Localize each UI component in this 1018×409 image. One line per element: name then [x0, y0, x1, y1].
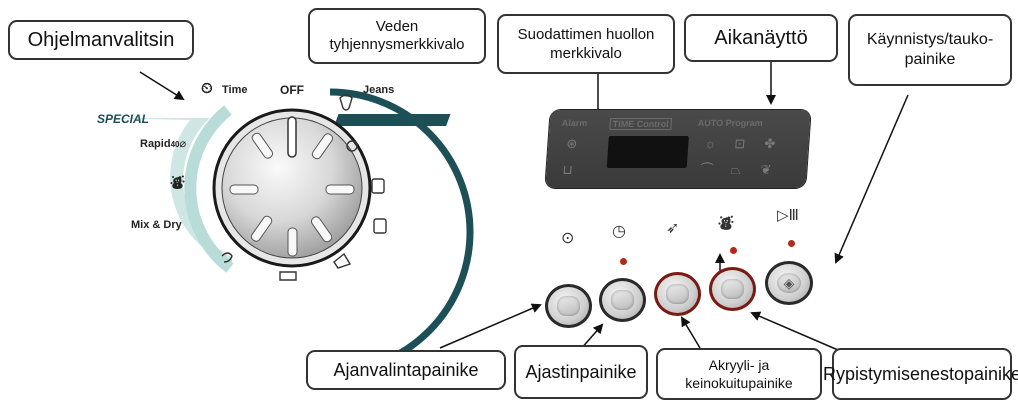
auto-band: [334, 114, 451, 126]
dial-icons: [221, 94, 387, 281]
callout-program-selector: Ohjelmanvalitsin: [8, 20, 194, 60]
rapid-icon: ⌀: [179, 138, 187, 150]
dial-label-jeans: Jeans: [363, 84, 395, 96]
start-pause-led: [788, 240, 795, 247]
drain-icon: ⊔: [562, 162, 574, 177]
arrow-program-selector: [139, 71, 185, 101]
timer-led: [620, 258, 627, 265]
door-icon: ⊡: [733, 136, 746, 151]
acrylic-button[interactable]: [654, 272, 701, 316]
anticrease-led: [730, 247, 737, 254]
callout-drain-indicator: Veden tyhjennysmerkkivalo: [308, 8, 486, 64]
start-pause-icon: ◈: [777, 273, 801, 293]
timer-button[interactable]: [599, 278, 646, 322]
timer-icon: ◷: [612, 223, 626, 240]
knob-pointer: [287, 116, 297, 158]
callout-time-select-button: Ajanvalintapainike: [306, 350, 506, 390]
fan-icon: ✤: [763, 136, 776, 151]
sun-icon: ☼: [703, 136, 717, 151]
dial-label-auto: AUTO: [450, 113, 481, 125]
hanger-icon: ⏜: [700, 162, 714, 177]
dial-shirt-icon: ⛇: [170, 175, 186, 192]
alarm-icon: ⊛: [565, 136, 578, 151]
feather-icon: ➶: [666, 220, 680, 237]
clock-icon: ⊙: [561, 230, 575, 247]
shirt-icon: ⛇: [718, 216, 735, 233]
panel-label-time-control: TIME Control: [609, 118, 673, 130]
play-pause-icon: ▷Ⅲ: [777, 207, 799, 224]
callout-start-pause: Käynnistys/tauko-painike: [848, 14, 1012, 86]
time-select-button[interactable]: [545, 284, 592, 328]
special-arc: [184, 105, 234, 273]
start-pause-button[interactable]: ◈: [765, 261, 813, 305]
arrow-acrylic: [680, 316, 701, 349]
display-panel: Alarm TIME Control AUTO Program ⊛ ⊔ ☼ ⊡ …: [545, 110, 811, 188]
arrow-time-select: [439, 303, 542, 349]
dial-label-rapid-sub: 40: [170, 140, 180, 149]
callout-anticrease-button: Rypistymisenestopainike: [823, 348, 1018, 400]
dial-clock-icon: ⏲: [201, 80, 213, 97]
iron-icon: ⏢: [730, 162, 742, 177]
knob-grips: [229, 132, 355, 257]
leaf-icon: ❦: [760, 162, 772, 177]
callout-timer-button: Ajastinpainike: [514, 345, 648, 399]
callout-time-display: Aikanäyttö: [684, 14, 838, 62]
dial-label-special: SPECIAL: [97, 112, 150, 126]
panel-label-auto-program: AUTO Program: [697, 118, 764, 128]
dial-label-rapid: Rapid40⌀: [140, 137, 186, 150]
dial-label-mix-dry: Mix & Dry: [131, 219, 182, 231]
arrow-start-pause: [834, 94, 909, 264]
arrow-anticrease-1: [750, 311, 839, 351]
time-display-screen: [606, 136, 689, 168]
dial-label-off: OFF: [280, 83, 304, 97]
callout-acrylic-button: Akryyli- ja keinokuitupainike: [656, 348, 822, 400]
dial-label-time: Time: [222, 84, 248, 96]
panel-label-alarm: Alarm: [561, 118, 588, 128]
dial-label-rapid-text: Rapid: [140, 138, 171, 150]
callout-filter-indicator: Suodattimen huollon merkkivalo: [497, 14, 675, 74]
anticrease-button[interactable]: [709, 267, 756, 311]
